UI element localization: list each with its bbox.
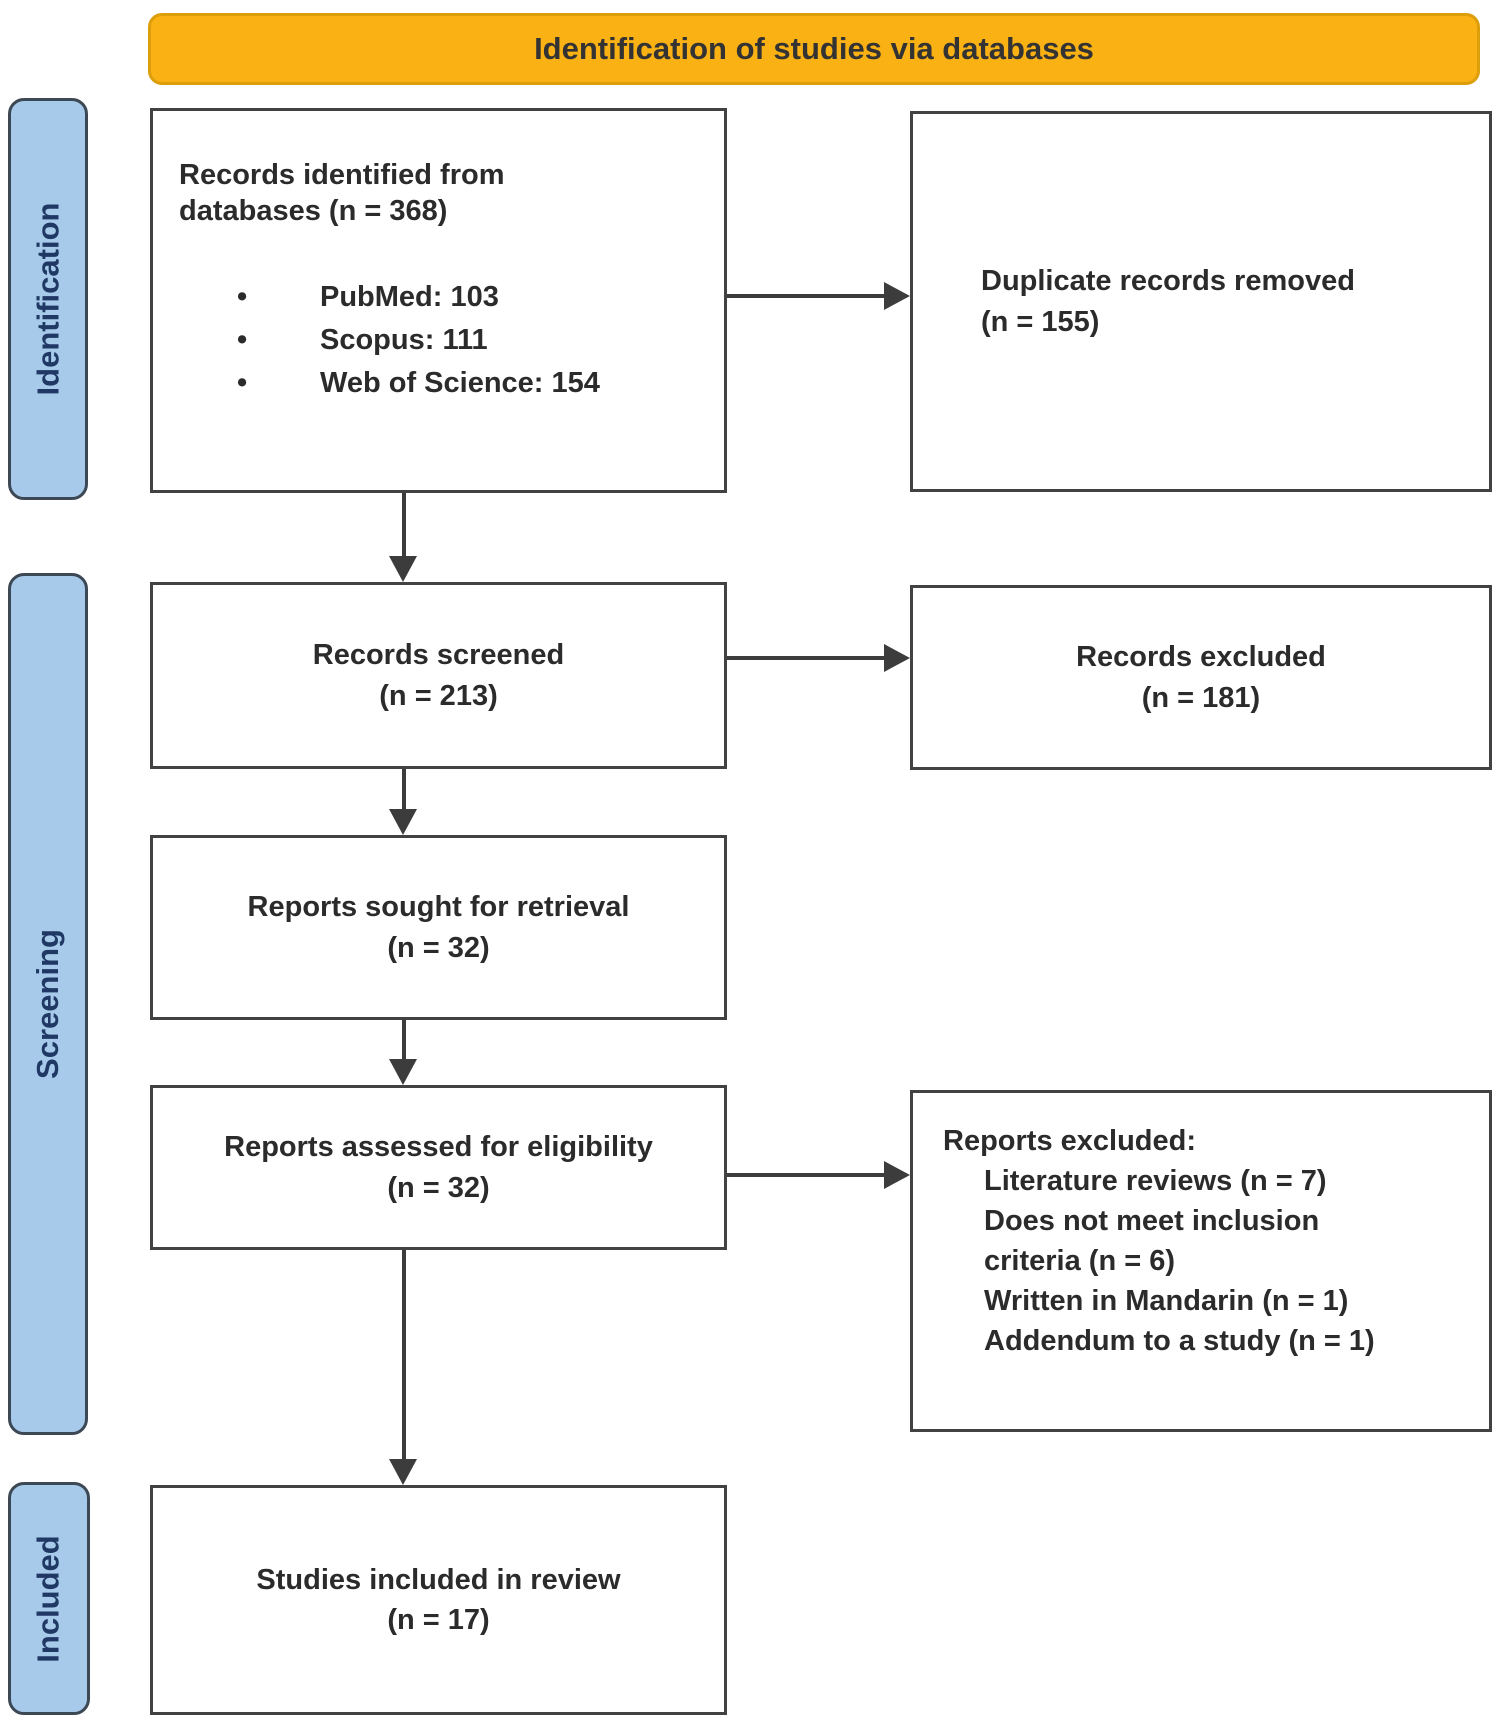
duplicate-records-removed-text: Duplicate records removed (n = 155): [981, 265, 1355, 338]
arrow-sought-to-assessed-line: [402, 1020, 406, 1060]
box-records-screened: Records screened (n = 213): [150, 582, 727, 769]
exclusion-reason-addendum: Addendum to a study (n = 1): [984, 1325, 1375, 1357]
records-excluded-text: Records excluded (n = 181): [1076, 641, 1326, 714]
stage-label-identification-text: Identification: [30, 202, 66, 396]
arrow-identified-to-screened-line: [402, 493, 406, 558]
arrow-right-icon: [884, 282, 910, 310]
box-reports-sought-for-retrieval: Reports sought for retrieval (n = 32): [150, 835, 727, 1020]
stage-label-screening: Screening: [8, 573, 88, 1435]
arrow-down-icon: [389, 1059, 417, 1085]
arrow-screened-to-excluded-line: [727, 656, 886, 660]
records-screened-text: Records screened (n = 213): [312, 639, 565, 712]
box-records-identified: Records identified from databases (n = 3…: [150, 108, 727, 493]
records-identified-text: Records identified from databases (n = 3…: [179, 159, 505, 228]
arrow-right-icon: [884, 1161, 910, 1189]
reports-assessed-text: Reports assessed for eligibility (n = 32…: [224, 1131, 653, 1204]
exclusion-reason-inclusion-criteria: Does not meet inclusion criteria (n = 6): [984, 1205, 1320, 1277]
reports-excluded-reason-list: Literature reviews (n = 7) Does not meet…: [984, 1161, 1473, 1361]
bullet-icon: •: [237, 323, 248, 356]
list-item: • Web of Science: 154: [179, 362, 706, 405]
database-bullet-list: • PubMed: 103 • Scopus: 111 • Web of Sci…: [179, 276, 706, 405]
box-records-excluded: Records excluded (n = 181): [910, 585, 1492, 770]
list-item: • Scopus: 111: [179, 319, 706, 362]
stage-label-identification: Identification: [8, 98, 88, 500]
arrow-assessed-to-reports-excluded-line: [727, 1173, 886, 1177]
banner-identification-via-databases: Identification of studies via databases: [148, 13, 1480, 85]
box-studies-included-in-review: Studies included in review (n = 17): [150, 1485, 727, 1715]
arrow-down-icon: [389, 809, 417, 835]
stage-label-screening-text: Screening: [30, 929, 66, 1079]
arrow-assessed-to-included-line: [402, 1250, 406, 1460]
database-count-pubmed: PubMed: 103: [320, 280, 499, 313]
reports-excluded-title: Reports excluded:: [943, 1125, 1196, 1157]
database-count-web-of-science: Web of Science: 154: [320, 366, 600, 399]
arrow-down-icon: [389, 1459, 417, 1485]
exclusion-reason-literature-reviews: Literature reviews (n = 7): [984, 1165, 1327, 1197]
bullet-icon: •: [237, 366, 248, 399]
arrow-identified-to-duplicates-line: [727, 294, 886, 298]
arrow-down-icon: [389, 556, 417, 582]
box-duplicate-records-removed: Duplicate records removed (n = 155): [910, 111, 1492, 492]
reports-sought-text: Reports sought for retrieval (n = 32): [247, 891, 630, 964]
list-item: • PubMed: 103: [179, 276, 706, 319]
database-count-scopus: Scopus: 111: [320, 323, 488, 356]
box-reports-excluded: Reports excluded: Literature reviews (n …: [910, 1090, 1492, 1432]
stage-label-included-text: Included: [31, 1534, 67, 1663]
arrow-screened-to-sought-line: [402, 769, 406, 811]
arrow-right-icon: [884, 644, 910, 672]
studies-included-text: Studies included in review (n = 17): [256, 1563, 621, 1636]
box-reports-assessed-for-eligibility: Reports assessed for eligibility (n = 32…: [150, 1085, 727, 1250]
banner-title: Identification of studies via databases: [534, 31, 1094, 66]
bullet-icon: •: [237, 280, 248, 313]
stage-label-included: Included: [8, 1482, 90, 1715]
exclusion-reason-mandarin: Written in Mandarin (n = 1): [984, 1285, 1349, 1317]
